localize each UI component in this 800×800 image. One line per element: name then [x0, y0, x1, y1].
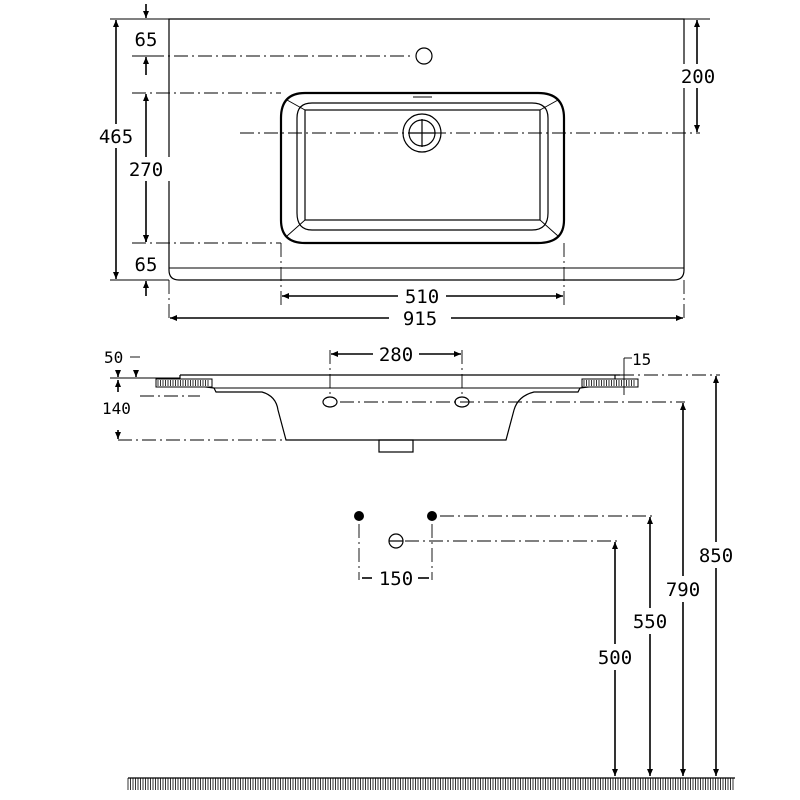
- dim-label-back-margin: 65: [135, 29, 158, 51]
- support-right: [581, 378, 639, 388]
- dim-label-valve-spacing: 150: [379, 568, 413, 590]
- label-bg: [628, 608, 672, 634]
- dim-label-basin-height: 140: [102, 399, 131, 418]
- dim-label-overhang: 15: [632, 350, 651, 369]
- dim-label-rim-thickness: 50: [104, 348, 123, 367]
- label-bg: [373, 343, 419, 363]
- dim-label-width: 915: [403, 308, 437, 330]
- label-bg: [694, 542, 738, 568]
- dim-label-basin-bottom-height: 790: [666, 579, 700, 601]
- dim-label-bowl-depth: 270: [129, 159, 163, 181]
- installation-view: 150 500 550 790 850: [127, 376, 738, 790]
- supply-valve-left: [354, 511, 364, 521]
- label-bg: [661, 576, 705, 602]
- dim-label-bowl-width: 510: [405, 286, 439, 308]
- tap-hole-left: [322, 396, 338, 408]
- dim-label-valve-height: 550: [633, 611, 667, 633]
- dim-label-rim-height: 850: [699, 545, 733, 567]
- bowl-floor: [304, 109, 541, 221]
- floor-hatch: [127, 778, 734, 790]
- dim-label-trap-height: 500: [598, 647, 632, 669]
- dim-label-front-margin: 65: [135, 254, 158, 276]
- countertop-outline: [168, 18, 685, 281]
- bowl-inner: [296, 102, 549, 231]
- corner-bevel: [286, 219, 306, 237]
- corner-bevel: [539, 99, 559, 111]
- label-bg: [122, 157, 170, 181]
- tap-hole: [415, 47, 433, 65]
- corner-bevel: [539, 219, 559, 237]
- bowl-outer: [279, 91, 566, 245]
- label-bg: [92, 124, 140, 148]
- label-bg: [389, 306, 451, 328]
- basin-profile: [179, 375, 616, 441]
- waste-outlet-icon: [388, 533, 404, 549]
- drain-outlet: [378, 439, 414, 453]
- hatch-left: [157, 380, 209, 386]
- side-view: 280 50 140 15: [102, 343, 720, 453]
- dim-label-drain-offset: 200: [681, 66, 715, 88]
- label-bg: [674, 64, 722, 88]
- support-left: [155, 378, 213, 388]
- corner-bevel: [286, 99, 306, 111]
- top-view: 915 510 465 270 65 65 200: [92, 4, 722, 330]
- label-bg: [594, 644, 638, 670]
- supply-valve-right: [427, 511, 437, 521]
- hatch-right: [583, 380, 635, 386]
- dim-label-tap-spacing: 280: [379, 344, 413, 366]
- dim-label-depth: 465: [99, 126, 133, 148]
- label-bg: [398, 284, 446, 306]
